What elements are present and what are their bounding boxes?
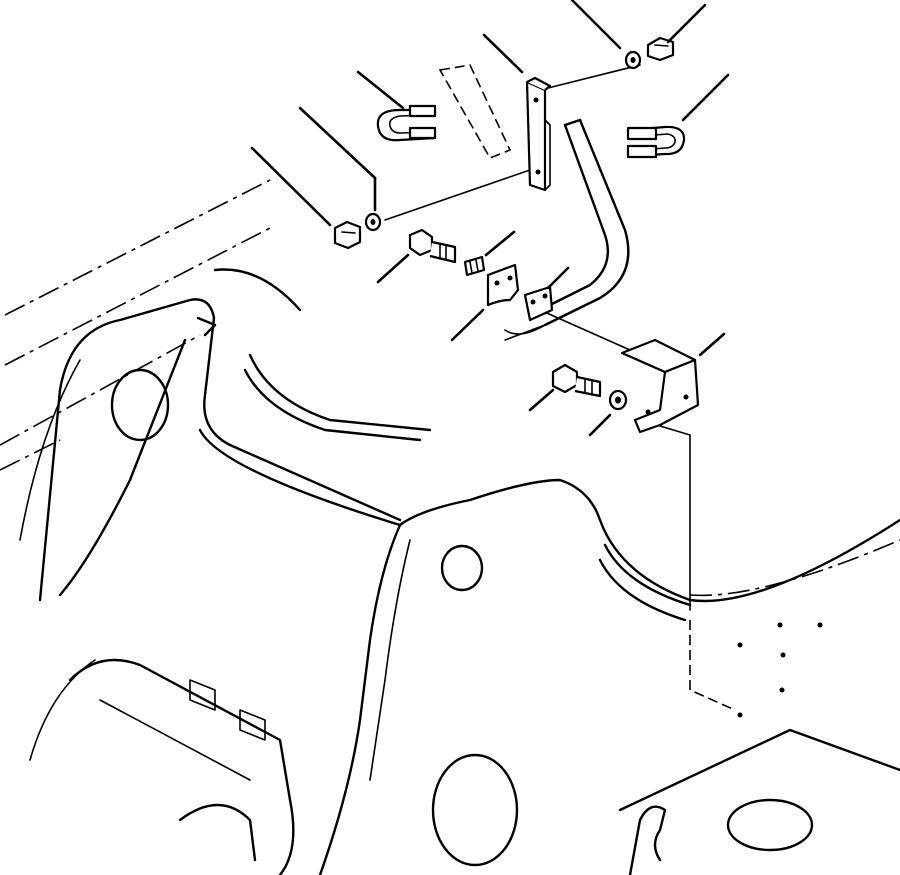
washer-top-right: [624, 50, 642, 70]
u-bolt-right: [626, 125, 686, 159]
alignment-line-2: [539, 64, 641, 91]
plate-hole: [726, 798, 814, 852]
washer-left: [364, 212, 382, 232]
spacer: [463, 255, 486, 277]
nut-top-right: [646, 36, 675, 62]
bottom-pin-hole: [431, 753, 519, 867]
washer-lower: [608, 389, 628, 411]
alignment-line-4: [639, 419, 691, 611]
u-bolt-upper: [376, 104, 437, 142]
nut-left: [333, 220, 362, 250]
clip-bracket: [486, 263, 554, 335]
bolt-upper: [408, 228, 457, 264]
alignment-line-1: [384, 169, 531, 221]
clamp-plate: [525, 76, 552, 192]
bolt-lower: [551, 363, 602, 398]
left-pin-hole: [110, 368, 170, 442]
mounting-bracket: [620, 338, 700, 434]
callout-leaders: [250, 0, 730, 437]
hose-tube: [504, 118, 630, 341]
phantom-strap: [438, 64, 512, 160]
alignment-line-3: [539, 309, 631, 351]
chassis-frame: [0, 179, 900, 875]
center-pin-hole: [440, 544, 484, 592]
